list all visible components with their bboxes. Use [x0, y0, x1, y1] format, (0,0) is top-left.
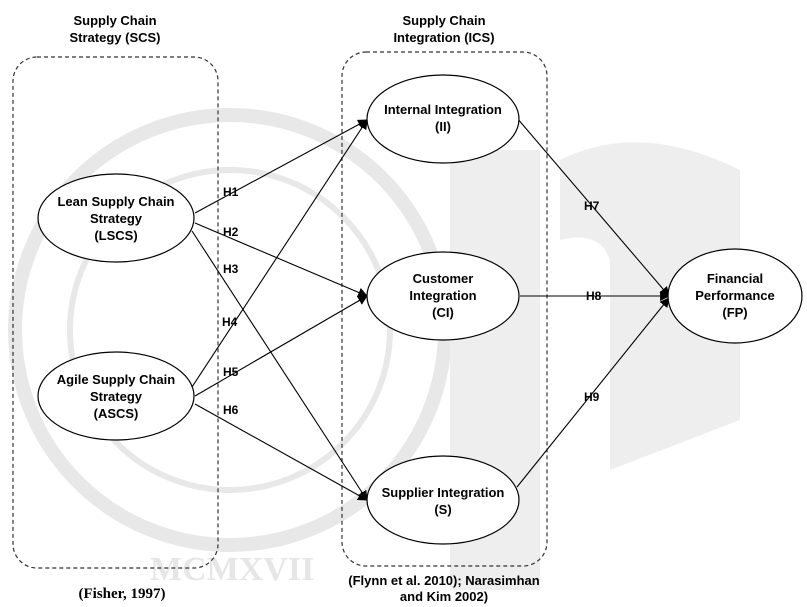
node-lscs-line3: (LSCS): [94, 228, 137, 243]
edge-h4-ascs-to-ii: [191, 119, 368, 388]
edge-h9-s-to-fp: [516, 297, 670, 488]
scs-citation: (Fisher, 1997): [79, 586, 166, 602]
node-ci-line2: Integration: [409, 288, 476, 303]
node-ci-ellipse: [366, 251, 520, 341]
edge-h7-ii-to-fp: [516, 117, 670, 297]
hypothesis-h9-label: H9: [584, 390, 600, 404]
edge-h2-lscs-to-ci: [194, 222, 368, 298]
node-fp: Financial Performance (FP): [667, 248, 803, 344]
ics-citation-line2: and Kim 2002): [400, 589, 488, 604]
hypothesis-h8-label: H8: [586, 289, 602, 303]
scs-title-line1: Supply Chain: [73, 13, 156, 28]
hypothesis-h1-label: H1: [223, 185, 239, 199]
hypothesis-h5-label: H5: [223, 365, 239, 379]
node-fp-line1: Financial: [707, 271, 763, 286]
node-ascs: Agile Supply Chain Strategy (ASCS): [37, 351, 195, 441]
scs-group-box: [12, 56, 219, 569]
hypothesis-h4-label: H4: [222, 315, 238, 329]
node-ci: Customer Integration (CI): [366, 251, 520, 341]
hypothesis-h2-label: H2: [223, 225, 239, 239]
scs-title-line2: Strategy (SCS): [69, 30, 160, 45]
edge-h3-lscs-to-s: [191, 230, 368, 501]
watermark-shape-right: [560, 142, 740, 470]
ics-group-box: [341, 51, 548, 567]
node-ci-line3: (CI): [432, 305, 454, 320]
node-ii-ellipse: [366, 74, 520, 164]
node-fp-line3: (FP): [722, 305, 747, 320]
node-ascs-line2: Strategy: [90, 389, 143, 404]
node-lscs: Lean Supply Chain Strategy (LSCS): [37, 173, 195, 263]
watermark-text: MCMXVII: [150, 551, 314, 588]
ics-title-line2: Integration (ICS): [393, 30, 494, 45]
node-ascs-line1: Agile Supply Chain: [57, 372, 176, 387]
node-s-line1: Supplier Integration: [382, 485, 505, 500]
edge-h1-lscs-to-ii: [194, 119, 368, 214]
edge-h5-ascs-to-ci: [194, 295, 368, 397]
node-ascs-line3: (ASCS): [94, 406, 139, 421]
node-fp-ellipse: [667, 248, 803, 344]
hypothesis-h7-label: H7: [584, 199, 600, 213]
node-lscs-line1: Lean Supply Chain: [57, 194, 174, 209]
ics-title-line1: Supply Chain: [402, 13, 485, 28]
watermark-inner-ring: [67, 167, 393, 493]
node-lscs-line2: Strategy: [90, 211, 143, 226]
node-ii-line2: (II): [435, 119, 451, 134]
node-ii: Internal Integration (II): [366, 74, 520, 164]
ics-citation-line1: (Flynn et al. 2010); Narasimhan: [348, 573, 540, 588]
node-ascs-ellipse: [37, 351, 195, 441]
node-ii-line1: Internal Integration: [384, 102, 502, 117]
node-s-ellipse: [366, 455, 520, 545]
node-ci-line1: Customer: [413, 271, 474, 286]
node-lscs-ellipse: [37, 173, 195, 263]
hypothesis-h3-label: H3: [223, 262, 239, 276]
edge-h6-ascs-to-s: [194, 403, 368, 501]
hypothesis-h6-label: H6: [223, 403, 239, 417]
node-s-line2: (S): [434, 502, 451, 517]
node-fp-line2: Performance: [695, 288, 774, 303]
node-s: Supplier Integration (S): [366, 455, 520, 545]
